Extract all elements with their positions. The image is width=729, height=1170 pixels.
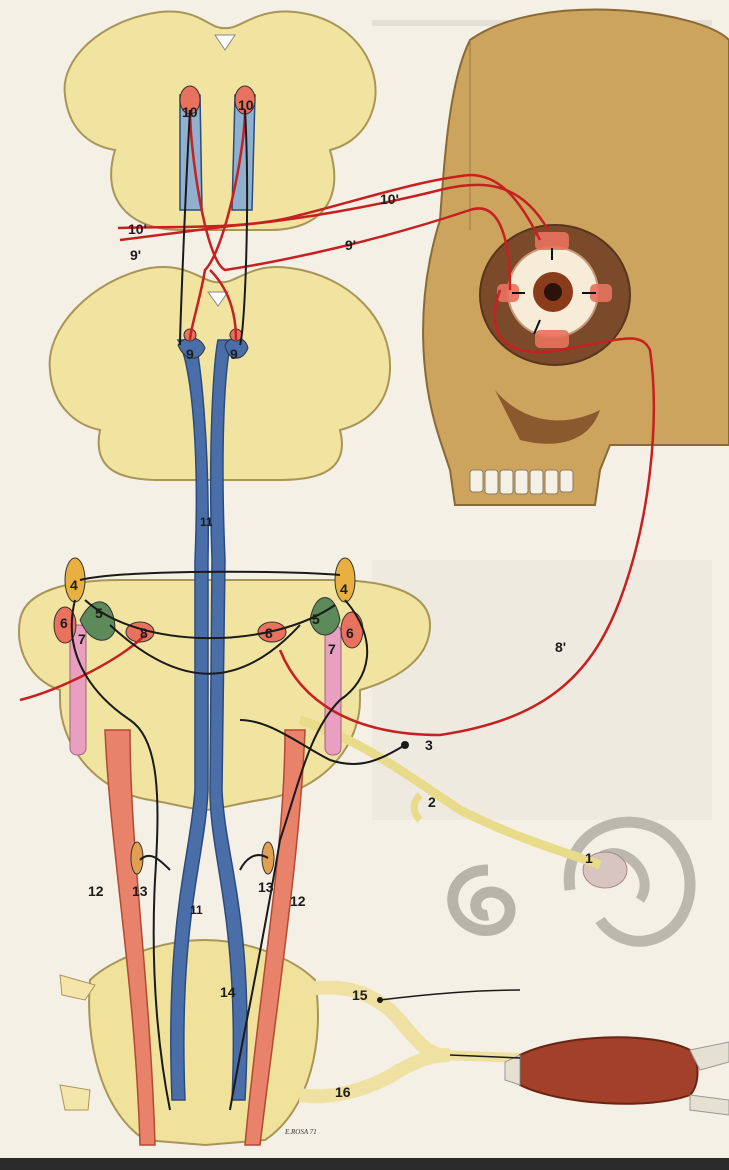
label-5-left: 5 [95,606,103,620]
label-8-left: 8 [140,626,148,640]
skull [423,10,729,505]
label-10-prime-left: 10' [128,222,147,236]
label-10-left: 10 [182,105,198,119]
label-3: 3 [425,738,433,752]
label-9-prime-left: 9' [130,248,141,262]
label-10-prime-right: 10' [380,192,399,206]
label-12-left: 12 [88,884,104,898]
teeth [470,470,573,494]
bottom-border [0,1158,729,1170]
label-14: 14 [220,985,236,999]
label-9-left: 9 [186,347,194,361]
label-11-upper: 11 [200,516,213,528]
label-7-right: 7 [328,642,336,656]
label-16: 16 [335,1085,351,1099]
label-7-left: 7 [78,632,86,646]
label-9-prime-right: 9' [345,238,356,252]
label-6-right: 6 [346,626,354,640]
label-5-right: 5 [312,612,320,626]
label-9-right: 9 [230,347,238,361]
label-6-left: 6 [60,616,68,630]
label-10-right: 10 [238,98,254,112]
label-15: 15 [352,988,368,1002]
label-12-right: 12 [290,894,306,908]
label-1: 1 [585,851,593,865]
label-4-right: 4 [340,582,348,596]
label-11-lower: 11 [190,904,203,916]
label-13-right: 13 [258,880,274,894]
label-8-right: 8 [265,626,273,640]
label-13-left: 13 [132,884,148,898]
label-4-left: 4 [70,578,78,592]
artist-signature: E.ROSA 71 [285,1128,317,1136]
label-2: 2 [428,795,436,809]
label-8-prime: 8' [555,640,566,654]
